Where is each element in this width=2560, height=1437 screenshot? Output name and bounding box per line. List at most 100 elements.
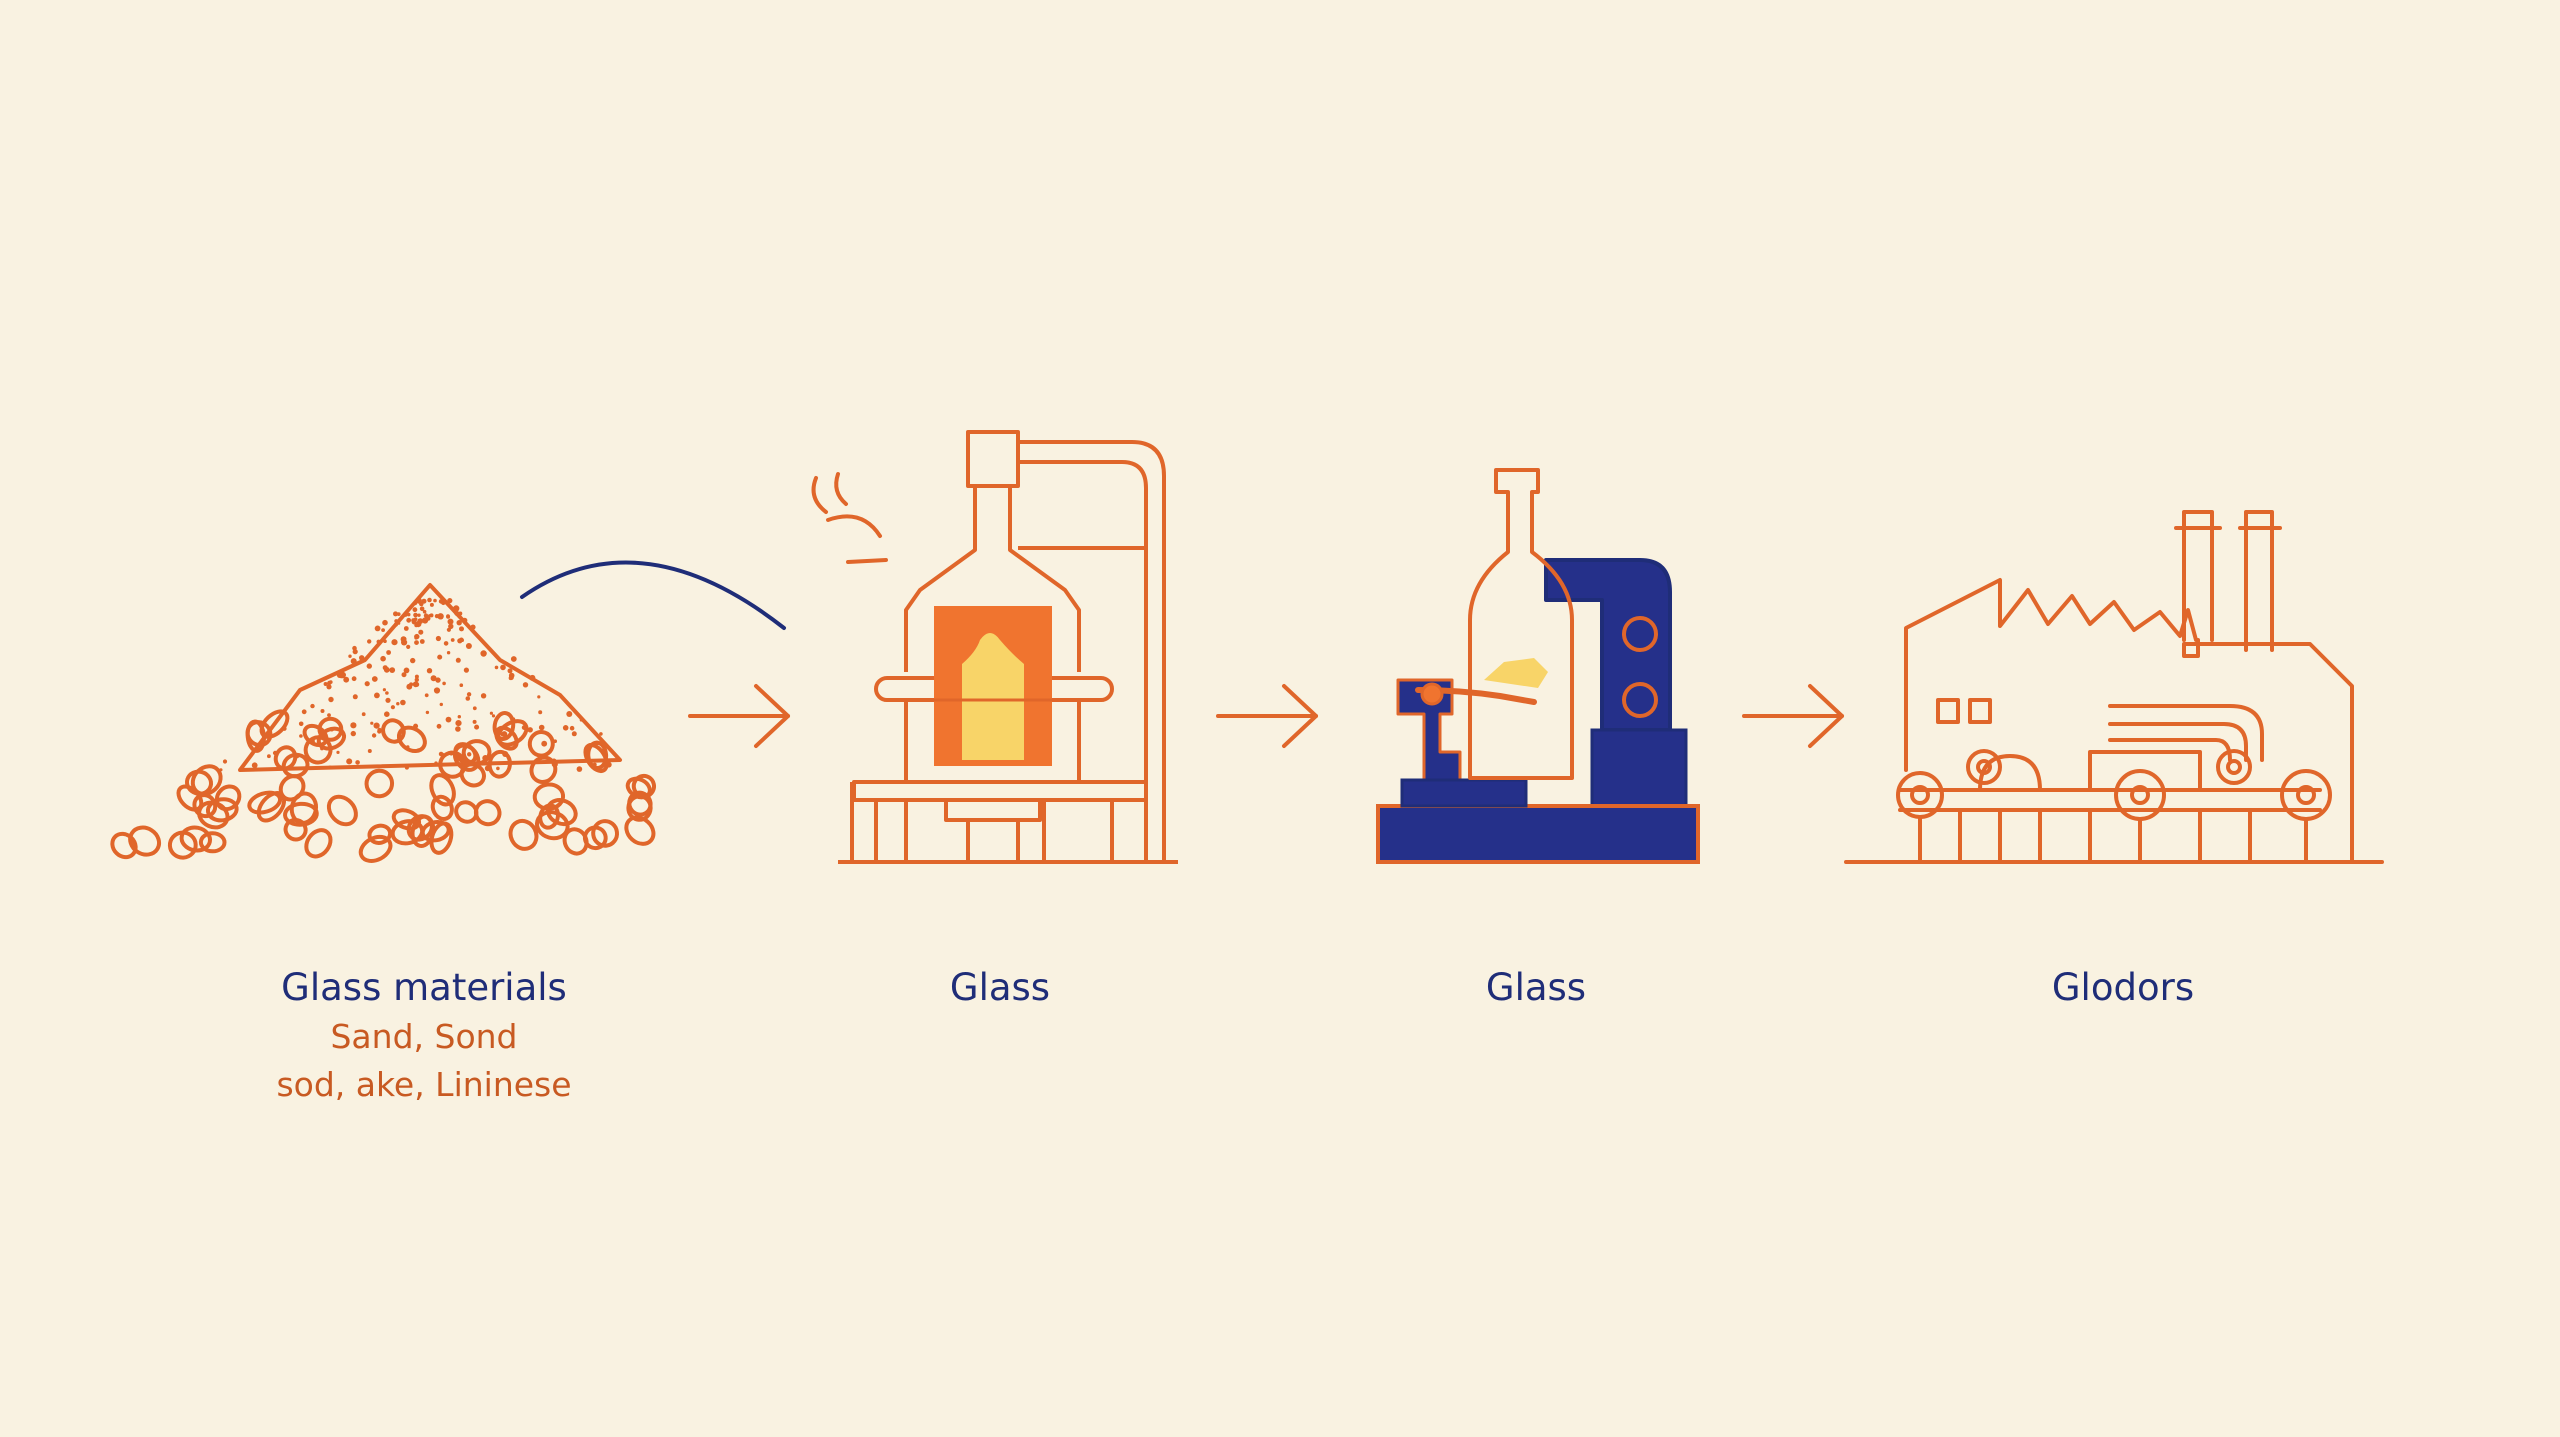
sand-grain — [323, 682, 328, 686]
sand-grain — [393, 611, 398, 617]
sand-grain — [391, 639, 398, 646]
sand-grain — [489, 711, 493, 715]
gravel-pebble — [562, 827, 589, 856]
sand-grain — [348, 654, 352, 658]
sand-grain — [381, 628, 385, 632]
sand-grain — [251, 762, 258, 769]
gravel-pebble — [453, 742, 478, 765]
sand-grain — [529, 674, 536, 681]
sand-grain — [450, 638, 455, 642]
sand-grain — [433, 598, 437, 603]
sand-grain — [435, 677, 441, 683]
gravel-pebble — [492, 711, 516, 741]
sand-grain — [501, 731, 508, 738]
sand-grain — [465, 643, 472, 649]
gravel-pebble — [420, 820, 451, 843]
sand-grain — [538, 724, 545, 731]
sand-grain — [382, 619, 388, 626]
gravel-pebble — [281, 752, 310, 779]
gravel-pebble — [429, 773, 456, 807]
sand-grain — [376, 639, 381, 644]
sand-grain — [457, 715, 461, 719]
sand-grain — [403, 626, 409, 631]
sand-grain — [359, 655, 365, 661]
sand-grain — [538, 710, 543, 715]
gravel-pebble — [128, 825, 162, 857]
gravel-pebble — [473, 799, 502, 827]
sand-grain — [465, 696, 471, 701]
sand-grain — [443, 641, 449, 646]
sand-grain — [522, 682, 529, 688]
sand-grain — [380, 655, 386, 662]
sand-grain — [406, 617, 412, 623]
sand-grain — [442, 681, 446, 686]
gravel-pebble — [624, 815, 656, 846]
gravel-pebble — [529, 755, 558, 784]
sand-grain — [494, 665, 499, 670]
sand-grain — [352, 645, 357, 651]
sand-grain — [329, 680, 333, 684]
sand-grain — [579, 718, 583, 722]
sand-grain — [463, 667, 469, 673]
sand-grain — [385, 697, 391, 703]
sand-grain — [480, 650, 487, 657]
sand-grain — [371, 733, 377, 738]
sand-grain — [437, 613, 444, 620]
sand-grain — [467, 752, 472, 757]
sand-grain — [373, 722, 380, 729]
gravel-pebble — [247, 790, 283, 815]
sand-grain — [327, 713, 331, 717]
sand-grain — [418, 629, 424, 635]
sand-grain — [445, 716, 452, 723]
gravel-pebble — [406, 814, 434, 842]
sand-grain — [364, 681, 370, 687]
arrow-icon — [688, 684, 790, 748]
sand-grain — [267, 754, 271, 759]
sand-grain — [434, 761, 438, 765]
sand-grain — [346, 758, 353, 765]
stage-label-factory: Glodors — [2051, 966, 2195, 1009]
sand-grain — [414, 677, 419, 682]
stage-label-forming: Glass — [1485, 966, 1587, 1009]
gravel-pebble — [625, 776, 652, 800]
gravel-pebble — [527, 730, 555, 758]
sand-grain — [366, 663, 372, 669]
sand-grain — [414, 640, 419, 645]
sand-grain — [301, 709, 307, 715]
sand-grain — [374, 625, 381, 632]
sand-grain — [336, 671, 344, 678]
sand-grain — [428, 614, 432, 618]
sand-grain — [455, 720, 462, 727]
sand-grain — [441, 600, 446, 606]
sand-grain — [459, 626, 464, 632]
gravel-pebble — [197, 800, 230, 830]
sand-grain — [406, 644, 411, 650]
sand-grain — [404, 765, 409, 770]
gravel-pebble — [538, 803, 560, 830]
sand-grain — [350, 658, 357, 665]
sand-grain — [491, 714, 496, 718]
sand-grain — [474, 724, 480, 730]
sand-grain — [472, 706, 477, 711]
sand-grain — [562, 725, 569, 731]
sand-grain — [367, 749, 372, 753]
gravel-pebble — [358, 834, 393, 863]
sand-grain — [571, 731, 577, 737]
sand-grain — [421, 598, 427, 604]
sand-grain — [370, 721, 374, 725]
sand-grain — [396, 702, 400, 706]
sand-grain — [500, 664, 506, 671]
sand-grain — [459, 683, 464, 687]
sand-grain — [402, 612, 408, 617]
sand-grain — [527, 727, 533, 733]
gravel-pebble — [487, 749, 512, 779]
arrow-icon — [1742, 684, 1844, 748]
sand-grain — [355, 760, 360, 765]
sand-grain — [401, 639, 408, 646]
sand-grain — [352, 694, 358, 700]
stage-label-raw-materials: Glass materials — [281, 966, 567, 1009]
sand-grain — [455, 657, 461, 663]
gravel-pebble — [273, 745, 298, 771]
gravel-pebble — [391, 808, 422, 831]
